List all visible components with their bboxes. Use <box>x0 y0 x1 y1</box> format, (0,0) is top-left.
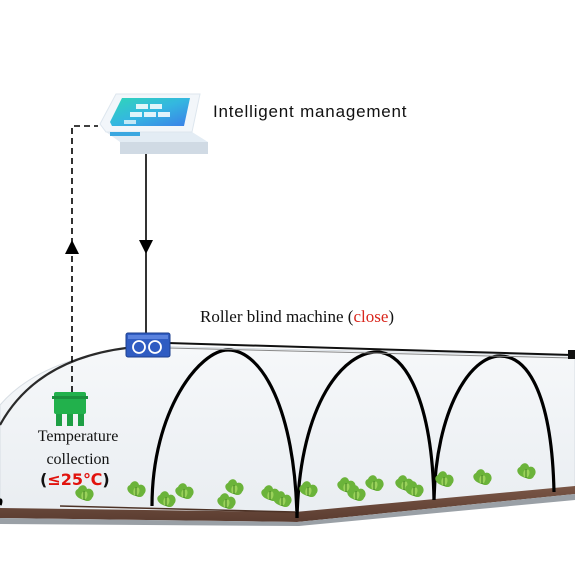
temp-close-paren: ) <box>102 470 110 489</box>
lettuce-plant-icon <box>365 475 384 492</box>
lettuce-plant-icon <box>405 481 424 498</box>
roller-blind-state: close <box>353 307 389 326</box>
lettuce-plant-icon <box>435 471 454 488</box>
roller-close-paren: ) <box>388 307 395 326</box>
lettuce-plant-icon <box>157 491 176 508</box>
lettuce-plant-icon <box>273 491 292 508</box>
lettuce-plant-icon <box>127 481 146 498</box>
temperature-sensor-icon <box>52 392 88 426</box>
lettuce-plant-icon <box>517 463 536 480</box>
roller-blind-name: Roller blind machine <box>200 307 344 326</box>
soil-bed <box>0 486 575 526</box>
roller-open-paren: ( <box>347 307 354 326</box>
lettuce-plant-icon <box>347 485 366 502</box>
temperature-collection-label: Temperature collection <box>37 428 119 468</box>
data-flow-lines <box>71 125 147 392</box>
lettuce-plant-icon <box>175 483 194 500</box>
lettuce-plant-icon <box>217 493 236 510</box>
lettuce-plant-icon <box>299 481 318 498</box>
lettuce-plants <box>75 463 536 510</box>
temp-open-paren: ( <box>40 470 48 489</box>
temperature-threshold: (≤25℃) <box>40 470 110 489</box>
arrow-down-icon <box>139 240 153 254</box>
intelligent-management-label: Intelligent management <box>213 102 408 121</box>
arrow-up-icon <box>65 240 79 254</box>
cloud-server-icon <box>99 93 208 154</box>
lettuce-plant-icon <box>75 485 94 502</box>
roller-blind-label: Roller blind machine (close) <box>200 307 394 327</box>
lettuce-plant-icon <box>473 469 492 486</box>
roller-motor-icon <box>125 332 171 358</box>
lettuce-plant-icon <box>225 479 244 496</box>
front-arch <box>0 344 149 426</box>
temperature-value: ≤25℃ <box>47 470 103 489</box>
roller-rail <box>167 342 575 359</box>
